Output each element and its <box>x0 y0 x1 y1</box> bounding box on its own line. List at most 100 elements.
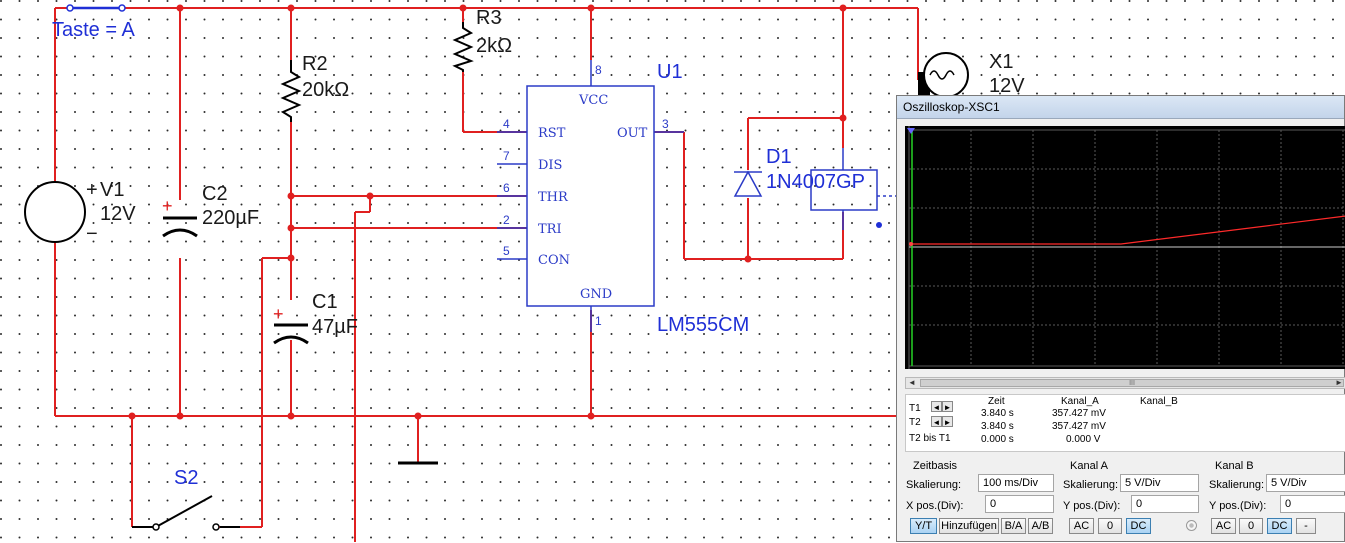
ab-button[interactable]: A/B <box>1028 518 1053 534</box>
kanal-b-skalierung-field[interactable]: 5 V/Div <box>1266 474 1345 492</box>
ba-button[interactable]: B/A <box>1001 518 1026 534</box>
pin-rst-label: RST <box>538 126 566 141</box>
c2-plus: + <box>162 196 173 216</box>
c1-name: C1 <box>312 291 338 313</box>
zeitbasis-title: Zeitbasis <box>913 460 958 472</box>
kanal-a-zero-button[interactable]: 0 <box>1098 518 1122 534</box>
voltage-source-v1[interactable] <box>24 181 86 243</box>
cursor-readout: T1 T2 T2 bis T1 ◄► ◄► Zeit Kanal_A Kanal… <box>905 394 1345 452</box>
row2-zeit: 3.840 s <box>981 421 1014 432</box>
t2-bis-t1-label: T2 bis T1 <box>909 433 951 444</box>
row1-kanal-a: 357.427 mV <box>1052 408 1106 419</box>
zeitbasis-skalierung-field[interactable]: 100 ms/Div <box>978 474 1054 492</box>
yt-button[interactable]: Y/T <box>910 518 937 534</box>
kanal-a-title: Kanal A <box>1070 460 1108 472</box>
kanal-a-ac-button[interactable]: AC <box>1069 518 1094 534</box>
row3-zeit: 0.000 s <box>981 434 1014 445</box>
oscilloscope-screen[interactable] <box>905 126 1345 369</box>
wires <box>54 7 919 542</box>
t1-arrow-buttons[interactable]: ◄► <box>931 401 953 413</box>
kanal-b-title: Kanal B <box>1215 460 1254 472</box>
diode-d1[interactable] <box>733 170 763 197</box>
c2-name: C2 <box>202 183 228 205</box>
oscilloscope-title[interactable]: Oszilloskop-XSC1 <box>897 96 1344 119</box>
kanal-a-dc-button[interactable]: DC <box>1126 518 1151 534</box>
resistor-r2[interactable] <box>280 60 302 122</box>
kanal-b-minus-button[interactable]: - <box>1296 518 1316 534</box>
kanal-a-radio[interactable] <box>1186 520 1197 531</box>
v1-minus: − <box>86 223 98 245</box>
t2-left-arrow-icon[interactable]: ◄ <box>931 416 942 427</box>
scroll-left-icon[interactable]: ◄ <box>908 378 916 387</box>
zeitbasis-xpos-field[interactable]: 0 <box>985 495 1054 513</box>
scroll-thumb[interactable]: III <box>920 379 1344 387</box>
pin-tri-label: TRI <box>538 222 562 237</box>
pin-5-number: 5 <box>503 244 510 258</box>
t1-right-arrow-icon[interactable]: ► <box>942 401 953 412</box>
kanal-b-skalierung-label: Skalierung: <box>1209 479 1265 491</box>
t1-label: T1 <box>909 403 921 414</box>
d1-part: 1N4007GP <box>766 171 865 193</box>
row3-kanal-a: 0.000 V <box>1066 434 1101 445</box>
c1-plus: + <box>273 304 284 324</box>
pin-gnd-label: GND <box>580 287 612 302</box>
c2-value: 220µF <box>202 207 259 229</box>
oscilloscope-window[interactable]: Oszilloskop-XSC1 ◄ III ► T1 T2 T2 bis T1 <box>896 95 1345 542</box>
kanal-b-zero-button[interactable]: 0 <box>1239 518 1263 534</box>
t1-left-arrow-icon[interactable]: ◄ <box>931 401 942 412</box>
pin-dis-label: DIS <box>538 158 562 173</box>
switch-a-label: Taste = A <box>52 19 135 41</box>
t2-right-arrow-icon[interactable]: ► <box>942 416 953 427</box>
oscilloscope-display <box>907 126 1345 369</box>
kanal-b-group: Kanal B Skalierung: 5 V/Div Y pos.(Div):… <box>1208 458 1345 543</box>
cursor-t1-marker[interactable] <box>907 128 915 134</box>
kanal-a-ypos-field[interactable]: 0 <box>1131 495 1199 513</box>
switch-s2[interactable] <box>132 495 240 531</box>
s2-name: S2 <box>174 467 198 489</box>
capacitor-c1[interactable] <box>273 323 309 345</box>
hinzufuegen-button[interactable]: Hinzufügen <box>939 518 999 534</box>
zeitbasis-skalierung-label: Skalierung: <box>906 479 962 491</box>
header-kanal-b: Kanal_B <box>1140 396 1178 407</box>
trace-origin-marker <box>909 242 913 246</box>
kanal-a-skalierung-field[interactable]: 5 V/Div <box>1120 474 1199 492</box>
capacitor-c2[interactable] <box>162 216 198 238</box>
header-zeit: Zeit <box>988 396 1005 407</box>
v1-plus: + <box>86 179 98 201</box>
oscilloscope-scrollbar[interactable]: ◄ III ► <box>905 377 1345 389</box>
junction-dots <box>128 4 847 420</box>
resistor-r3[interactable] <box>452 22 474 72</box>
scroll-right-icon[interactable]: ► <box>1335 378 1343 387</box>
zeitbasis-group: Zeitbasis Skalierung: 100 ms/Div X pos.(… <box>905 458 1060 543</box>
kanal-a-skalierung-label: Skalierung: <box>1063 479 1119 491</box>
pin-3-number: 3 <box>662 117 669 131</box>
x1-value: 12V <box>989 75 1025 97</box>
kanal-b-ypos-label: Y pos.(Div): <box>1209 500 1267 512</box>
kanal-b-dc-button[interactable]: DC <box>1267 518 1292 534</box>
pin-2-number: 2 <box>503 213 510 227</box>
t2-arrow-buttons[interactable]: ◄► <box>931 416 953 428</box>
pin-4-number: 4 <box>503 117 510 131</box>
relay-contact-dot <box>876 222 882 228</box>
pin-con-label: CON <box>538 253 570 268</box>
row1-zeit: 3.840 s <box>981 408 1014 419</box>
pin-out-label: OUT <box>617 126 648 141</box>
r3-value: 2kΩ <box>476 35 512 57</box>
zeitbasis-xpos-label: X pos.(Div): <box>906 500 964 512</box>
pin-7-number: 7 <box>503 149 510 163</box>
pin-vcc-label: VCC <box>578 93 608 108</box>
header-kanal-a: Kanal_A <box>1061 396 1099 407</box>
scope-grid <box>909 130 1345 366</box>
kanal-a-ypos-label: Y pos.(Div): <box>1063 500 1121 512</box>
x1-name: X1 <box>989 51 1013 73</box>
pin-8-number: 8 <box>595 63 602 77</box>
ic-u1-lm555[interactable] <box>497 60 684 332</box>
switch-a[interactable] <box>66 4 126 12</box>
pin-1-number: 1 <box>595 314 602 328</box>
pin-thr-label: THR <box>538 190 569 205</box>
kanal-b-ypos-field[interactable]: 0 <box>1280 495 1345 513</box>
relay-coil[interactable] <box>810 148 897 230</box>
v1-value: 12V <box>100 203 136 225</box>
kanal-b-ac-button[interactable]: AC <box>1211 518 1236 534</box>
kanal-a-group: Kanal A Skalierung: 5 V/Div Y pos.(Div):… <box>1062 458 1202 543</box>
